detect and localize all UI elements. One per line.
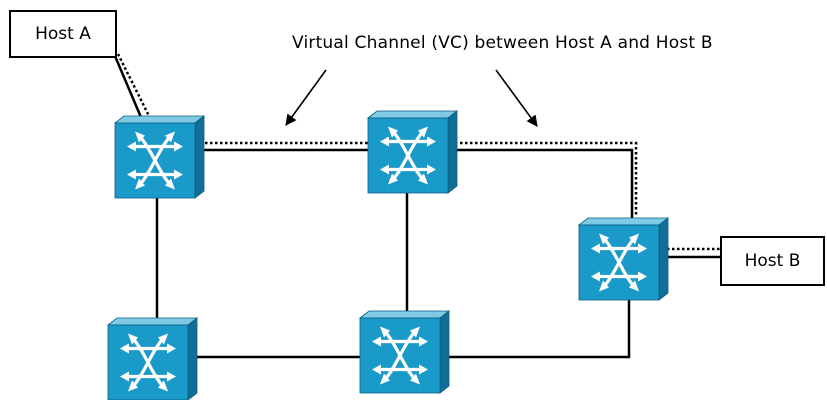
link-s2-s3 [452,148,634,223]
annotation-arrow-left [285,69,327,126]
annotation-arrows [285,69,538,127]
network-switch-icon [368,111,457,193]
host-a-label: Host A [35,24,91,44]
host-b-box: Host B [720,236,825,286]
network-links [113,55,722,359]
network-switch-icon [115,116,204,198]
annotation-arrow-right [495,69,538,127]
host-a-box: Host A [9,10,117,58]
virtual-channel-caption: Virtual Channel (VC) between Host A and … [292,33,713,53]
network-switch-icon [108,318,197,400]
link-s5-s3 [445,300,631,359]
network-switch-icon [360,311,449,393]
virtual-channel-path [116,53,722,251]
host-b-label: Host B [744,251,801,271]
network-switch-icon [579,218,668,300]
link-hostA-s1 [113,55,145,123]
